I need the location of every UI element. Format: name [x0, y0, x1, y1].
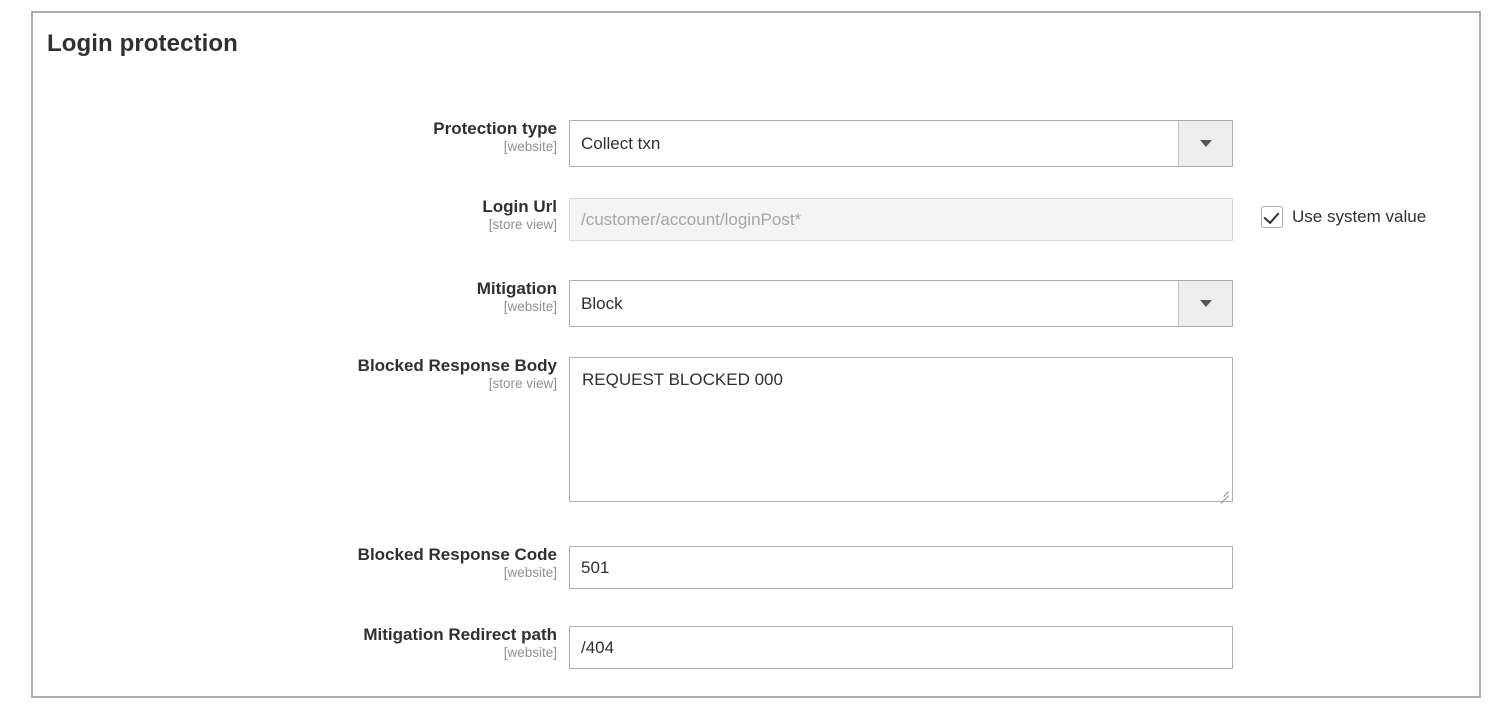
mitigation-select[interactable]: Block: [569, 280, 1233, 327]
label-blocked-response-code: Blocked Response Code [website]: [137, 546, 557, 580]
label-blocked-response-body: Blocked Response Body [store view]: [137, 357, 557, 391]
page-title: Login protection: [47, 30, 238, 57]
protection-type-value[interactable]: Collect txn: [581, 133, 661, 153]
login-url-input: /customer/account/loginPost*: [569, 198, 1233, 241]
protection-type-select[interactable]: Collect txn: [569, 120, 1233, 167]
mitigation-redirect-path-input[interactable]: /404: [569, 626, 1233, 669]
mitigation-dropdown-button[interactable]: [1178, 281, 1232, 326]
label-mitigation-redirect-path: Mitigation Redirect path [website]: [137, 626, 557, 660]
blocked-response-body-container: REQUEST BLOCKED 000: [569, 357, 1233, 504]
chevron-down-icon: [1199, 140, 1212, 147]
login-protection-panel: Login protection Protection type [websit…: [31, 11, 1481, 698]
login-url-use-system-value[interactable]: Use system value: [1261, 206, 1426, 228]
use-system-value-label: Use system value: [1292, 207, 1427, 226]
mitigation-redirect-path-container: /404: [569, 626, 1233, 669]
blocked-response-body-textarea[interactable]: REQUEST BLOCKED 000: [569, 357, 1233, 504]
check-icon: [1263, 207, 1280, 225]
label-text: Protection type: [433, 119, 557, 138]
blocked-response-code-input[interactable]: 501: [569, 546, 1233, 589]
label-scope: [website]: [503, 138, 557, 154]
label-text: Mitigation Redirect path: [363, 625, 557, 644]
label-login-url: Login Url [store view]: [137, 198, 557, 232]
protection-type-select-container: Collect txn: [569, 120, 1233, 167]
label-text: Blocked Response Code: [357, 545, 557, 564]
label-scope: [website]: [503, 564, 557, 580]
mitigation-value[interactable]: Block: [581, 293, 623, 313]
use-system-value-checkbox[interactable]: [1261, 206, 1283, 228]
blocked-response-code-container: 501: [569, 546, 1233, 589]
chevron-down-icon: [1199, 300, 1212, 307]
login-url-input-container: /customer/account/loginPost*: [569, 198, 1233, 241]
mitigation-select-container: Block: [569, 280, 1233, 327]
label-scope: [website]: [503, 298, 557, 314]
label-mitigation: Mitigation [website]: [137, 280, 557, 314]
label-protection-type: Protection type [website]: [137, 120, 557, 154]
label-text: Blocked Response Body: [357, 356, 557, 375]
label-text: Mitigation: [476, 279, 557, 298]
blocked-response-body-value[interactable]: REQUEST BLOCKED 000: [582, 370, 783, 389]
label-text: Login Url: [482, 197, 557, 216]
protection-type-dropdown-button[interactable]: [1178, 121, 1232, 166]
label-scope: [store view]: [488, 216, 557, 232]
label-scope: [website]: [503, 644, 557, 660]
label-scope: [store view]: [488, 375, 557, 391]
resize-grip-icon[interactable]: [1216, 485, 1229, 504]
